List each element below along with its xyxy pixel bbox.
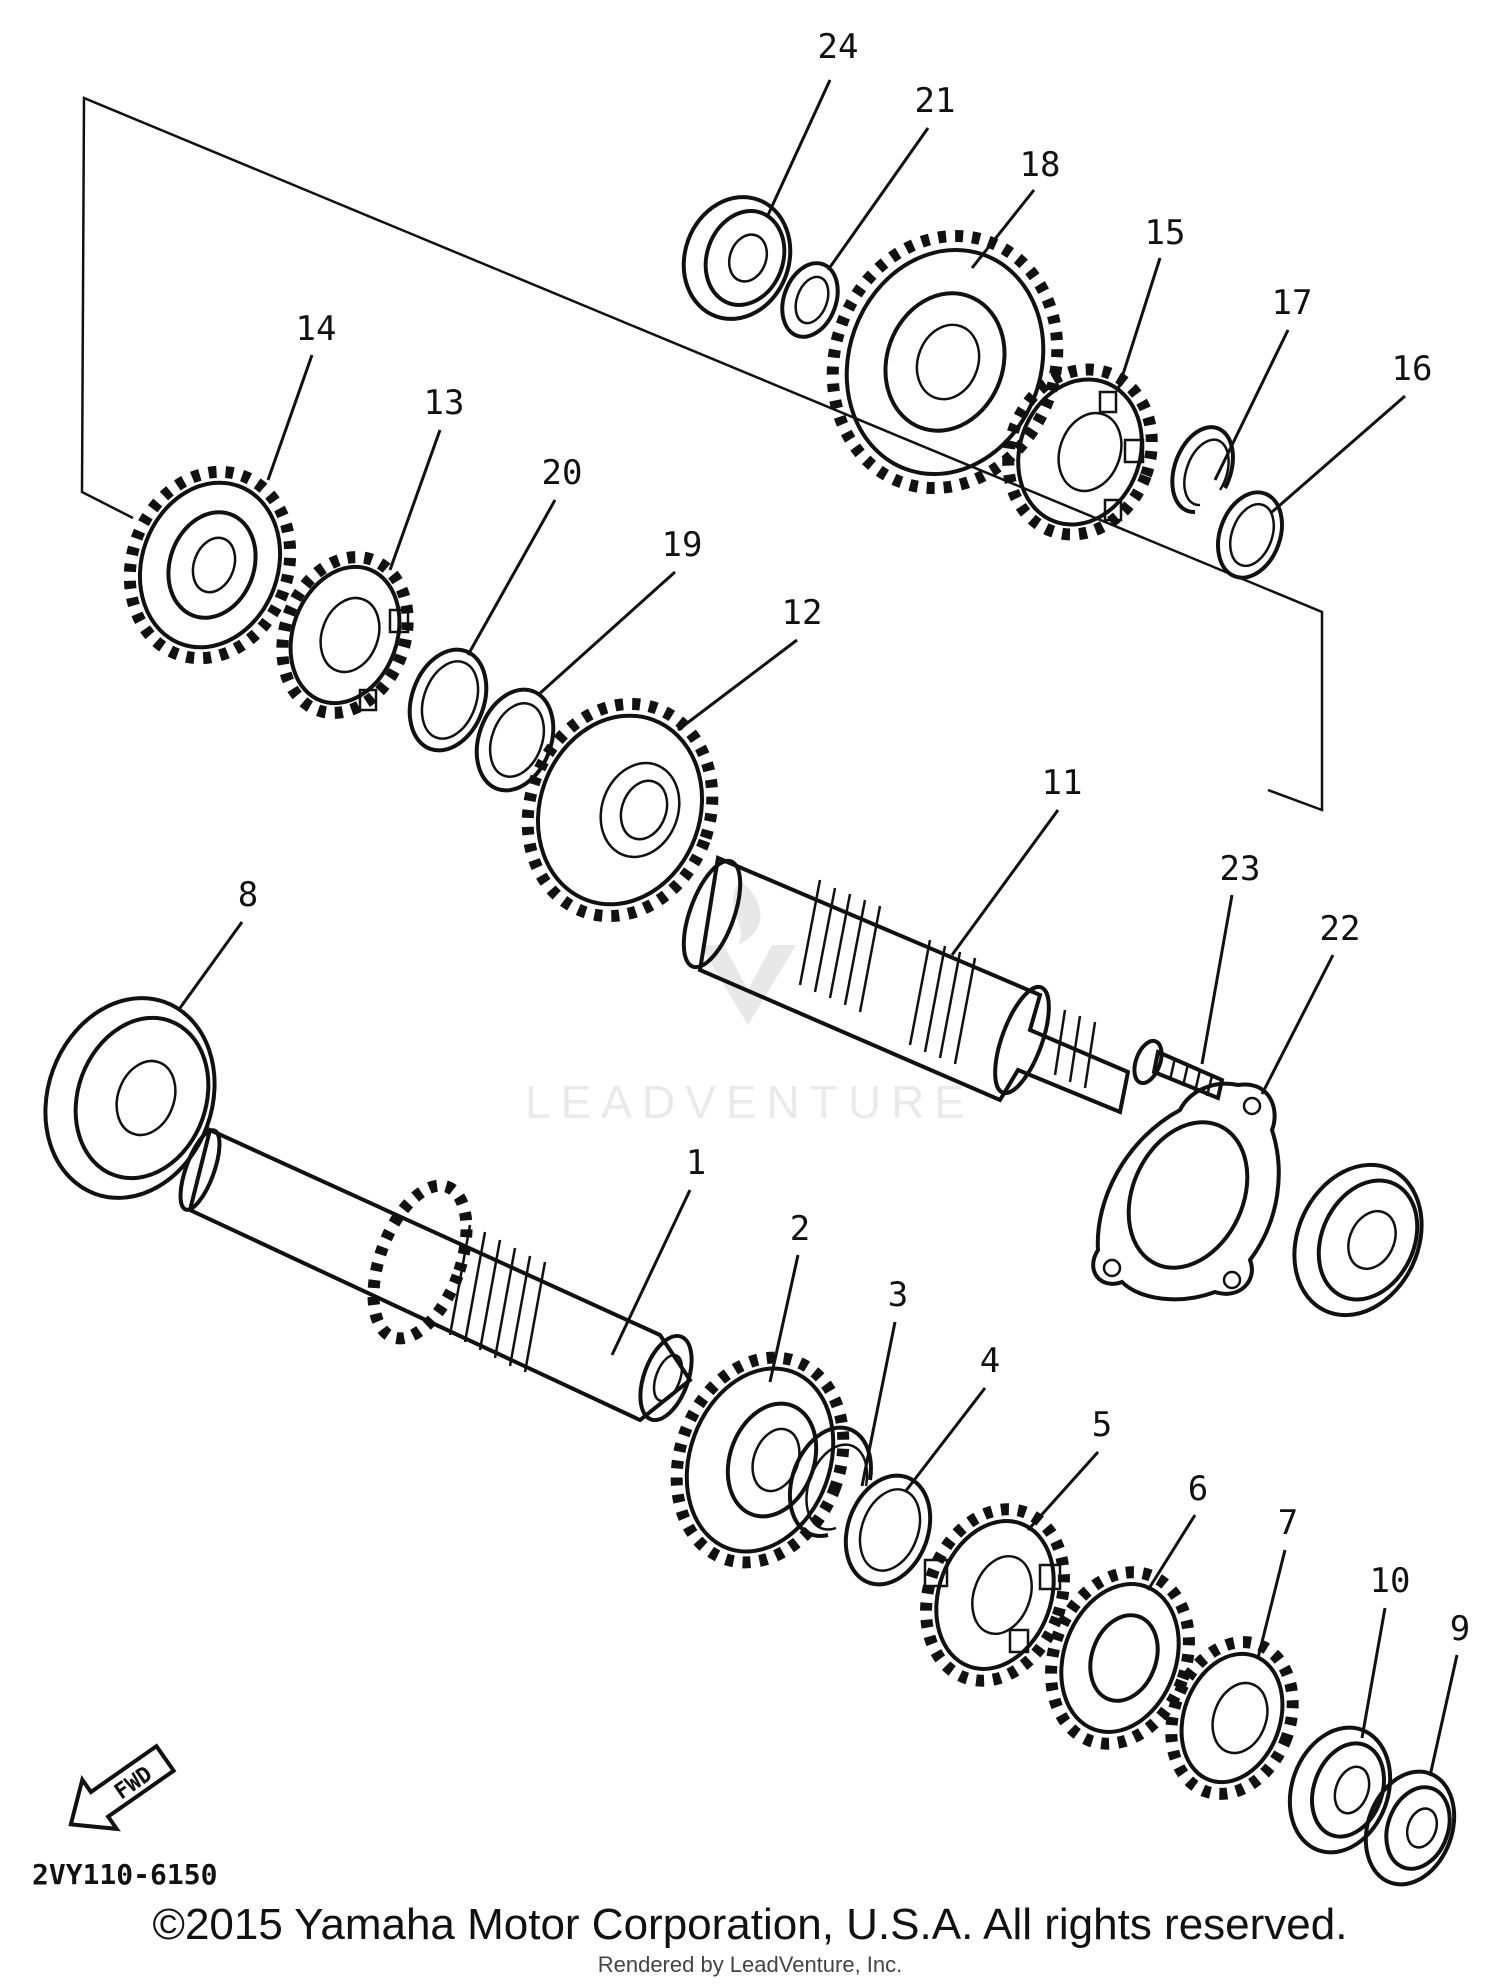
part-3-circlip [787, 1425, 873, 1538]
part-13-gear [276, 551, 414, 719]
part-6-gear [1045, 1566, 1195, 1750]
callout-4: 4 [980, 1341, 1000, 1381]
callout-16: 16 [1392, 349, 1433, 389]
fwd-arrow-icon: FWD [68, 1743, 177, 1832]
fwd-label: FWD [110, 1762, 157, 1805]
watermark-logo: LEADVENTURE [525, 880, 975, 1128]
callout-3: 3 [888, 1275, 908, 1315]
callout-7: 7 [1278, 1503, 1298, 1543]
watermark-text: LEADVENTURE [525, 1076, 975, 1128]
callout-12: 12 [782, 593, 823, 633]
callout-24: 24 [818, 27, 859, 67]
part-15-gear [1002, 363, 1158, 541]
part-21-washer [780, 261, 840, 339]
callout-22: 22 [1320, 909, 1361, 949]
callout-13: 13 [424, 383, 465, 423]
callout-21: 21 [915, 81, 956, 121]
part-19-washer [474, 687, 556, 793]
part-7-gear [1165, 1636, 1299, 1800]
callout-18: 18 [1020, 145, 1061, 185]
part-11-shaft [681, 855, 1131, 1115]
part-24-bearing [681, 195, 793, 321]
part-18-gear [826, 229, 1064, 495]
part-5-gear [920, 1503, 1070, 1687]
part-20-washer [407, 647, 489, 753]
callout-20: 20 [542, 453, 583, 493]
part-12-gear [521, 697, 719, 923]
callout-2: 2 [790, 1209, 810, 1249]
leader-lines [178, 79, 1459, 1777]
callout-14: 14 [296, 309, 337, 349]
callout-9: 9 [1450, 1609, 1470, 1649]
part-14-gear [123, 465, 297, 665]
assembly-boundary [80, 96, 1324, 812]
copyright-notice: ©2015 Yamaha Motor Corporation, U.S.A. A… [152, 1900, 1348, 1949]
callout-8: 8 [238, 875, 258, 915]
callout-numbers: 24 21 18 15 17 16 14 13 20 19 12 11 23 2… [238, 27, 1470, 1649]
part-23-bolt [1132, 1038, 1225, 1101]
part-1-shaft [178, 1127, 694, 1423]
drawing-code: 2VY110-6150 [32, 1858, 217, 1891]
callout-15: 15 [1145, 213, 1186, 253]
callout-23: 23 [1220, 849, 1261, 889]
callout-5: 5 [1092, 1405, 1112, 1445]
part-bearing-upper-right [1292, 1162, 1424, 1318]
callout-17: 17 [1272, 283, 1313, 323]
part-17-circlip [1170, 425, 1235, 515]
part-8-bearing [43, 996, 217, 1200]
callout-10: 10 [1370, 1561, 1411, 1601]
part-22-bearing-retainer [1091, 1081, 1281, 1302]
part-4-washer [843, 1473, 933, 1587]
callout-11: 11 [1042, 763, 1083, 803]
part-10-bearing [1287, 1725, 1393, 1855]
callout-1: 1 [686, 1143, 706, 1183]
rendered-by-notice: Rendered by LeadVenture, Inc. [597, 1952, 903, 1977]
callout-19: 19 [662, 525, 703, 565]
callout-6: 6 [1188, 1469, 1208, 1509]
part-16-washer [1216, 490, 1284, 580]
